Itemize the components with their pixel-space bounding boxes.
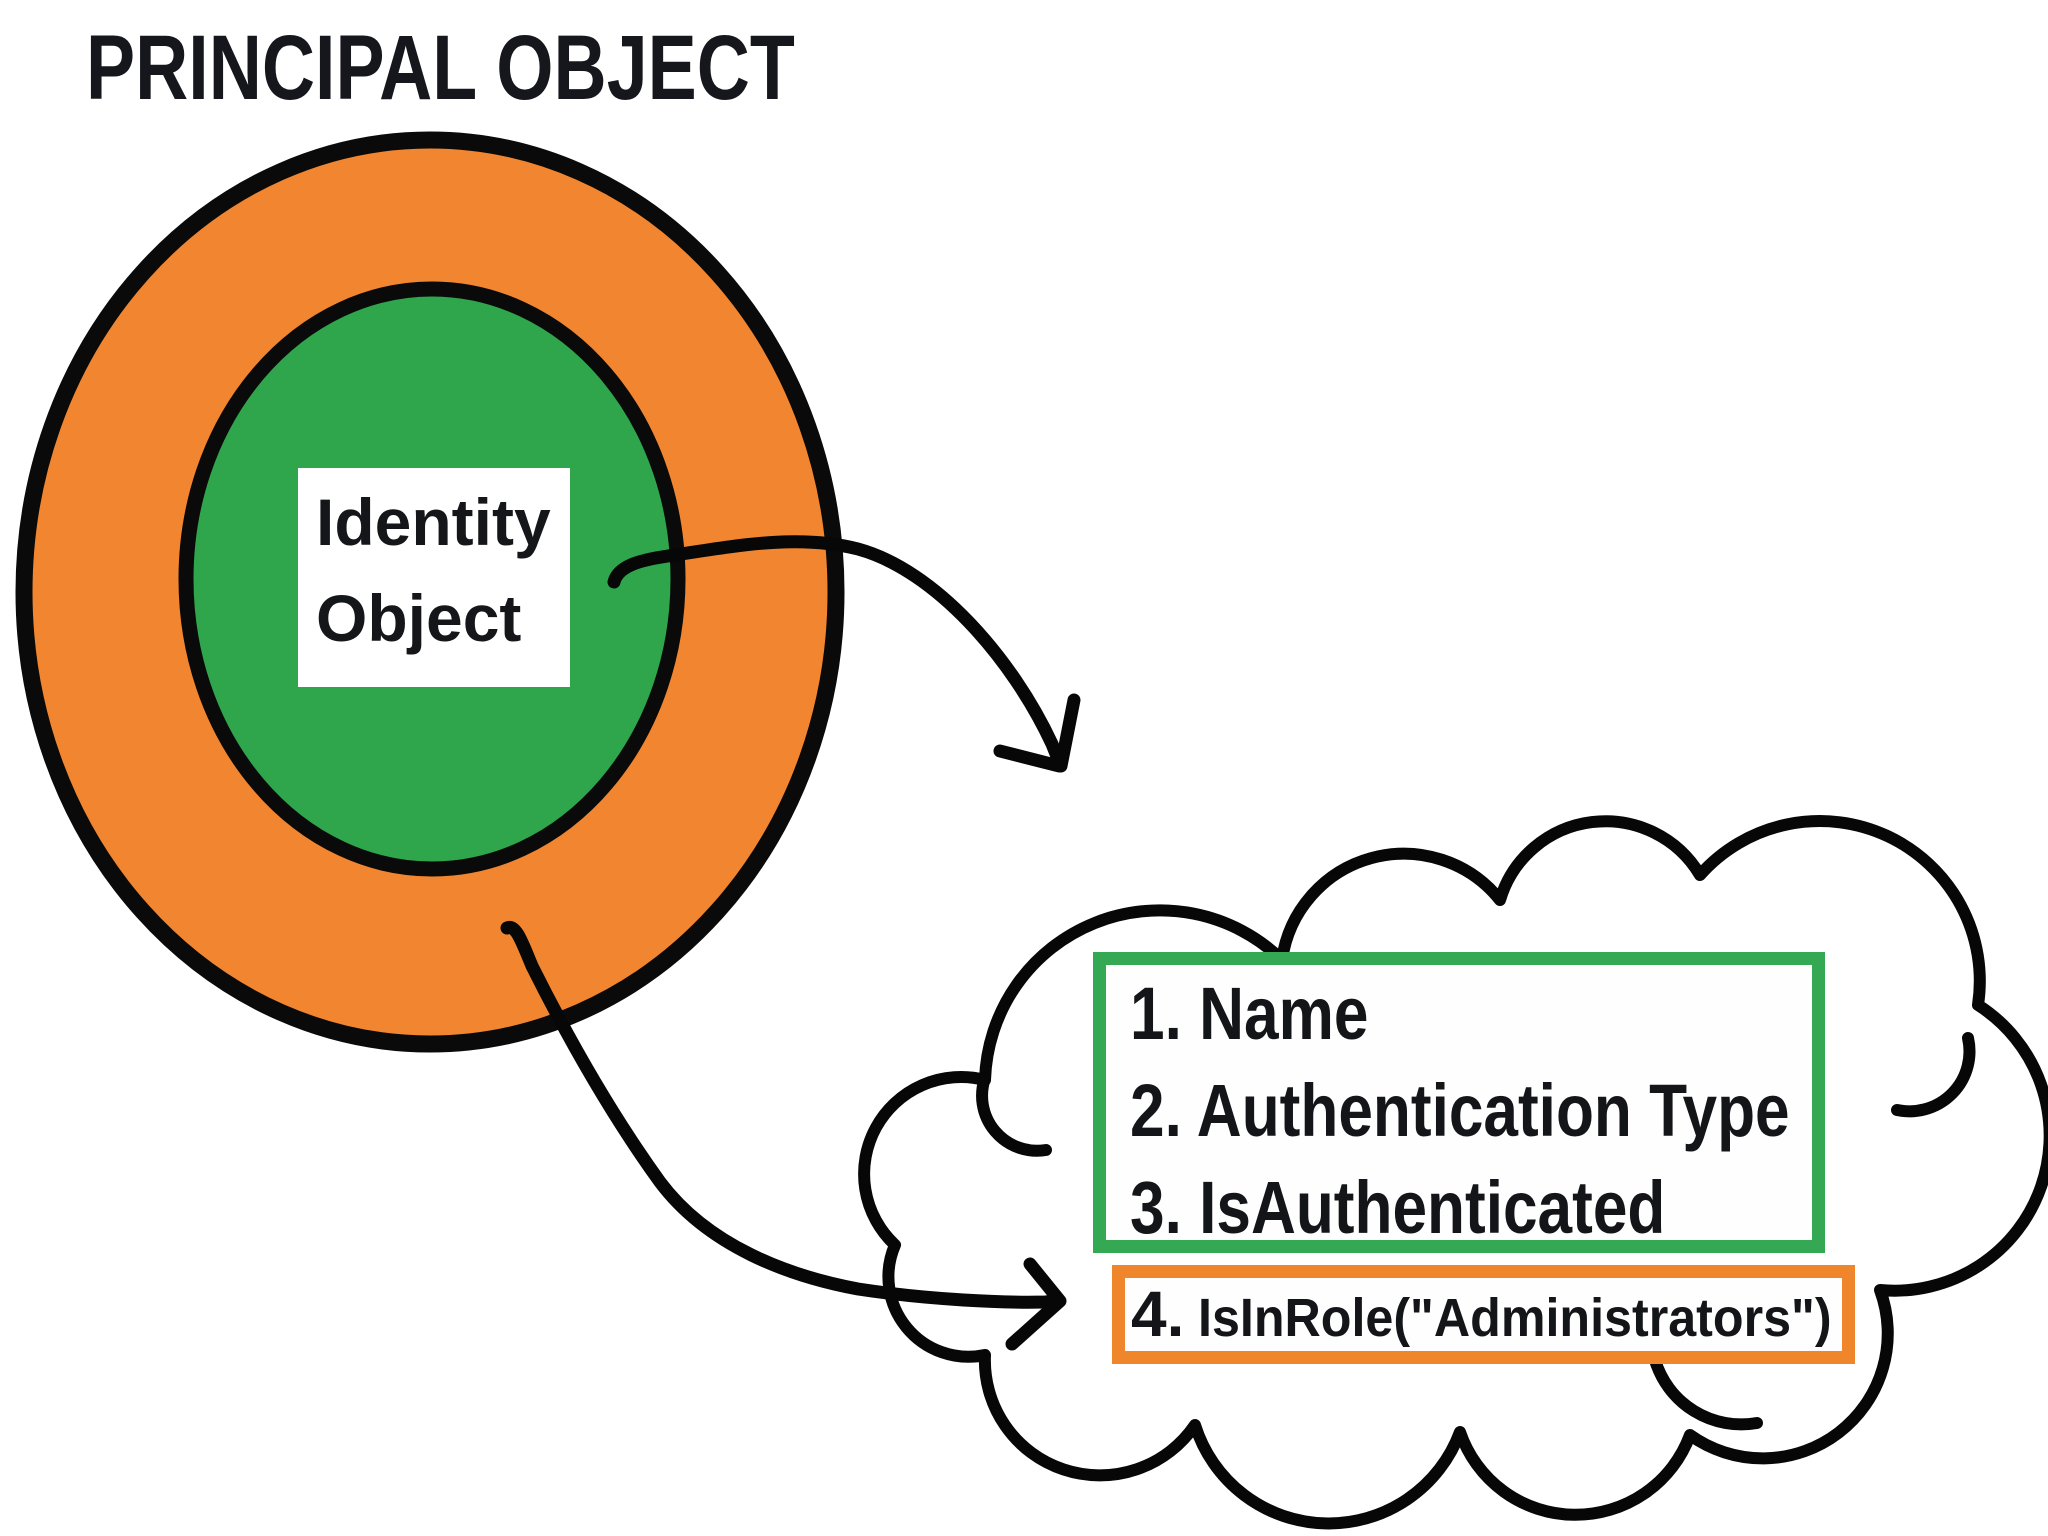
arrowhead-identity bbox=[993, 693, 1081, 773]
principal-member-box: 4. IsInRole("Administrators") bbox=[1112, 1265, 1855, 1364]
cloud-curl-bottom bbox=[1649, 1354, 1763, 1431]
identity-member-isauthenticated: 3. IsAuthenticated bbox=[1130, 1166, 1666, 1249]
principal-member-number: 4. bbox=[1131, 1278, 1185, 1350]
cloud-curl-right bbox=[1891, 1032, 1976, 1118]
identity-member-name: 1. Name bbox=[1130, 972, 1369, 1055]
arrowhead-principal bbox=[1005, 1257, 1067, 1351]
identity-member-authentication-type: 2. Authentication Type bbox=[1130, 1069, 1790, 1152]
page-title: PRINCIPAL OBJECT bbox=[86, 17, 795, 119]
cloud-curl-left bbox=[976, 1072, 1052, 1157]
identity-label-line2: Object bbox=[316, 581, 522, 655]
identity-label-line1: Identity bbox=[316, 485, 551, 559]
arrow-identity-to-cloud bbox=[607, 535, 1081, 773]
arrow-principal-to-cloud bbox=[500, 921, 1067, 1351]
identity-members-box: 1. Name 2. Authentication Type 3. IsAuth… bbox=[1093, 952, 1825, 1253]
principal-member-isinrole: IsInRole("Administrators") bbox=[1198, 1288, 1832, 1348]
identity-object-label-box: Identity Object bbox=[298, 468, 570, 687]
